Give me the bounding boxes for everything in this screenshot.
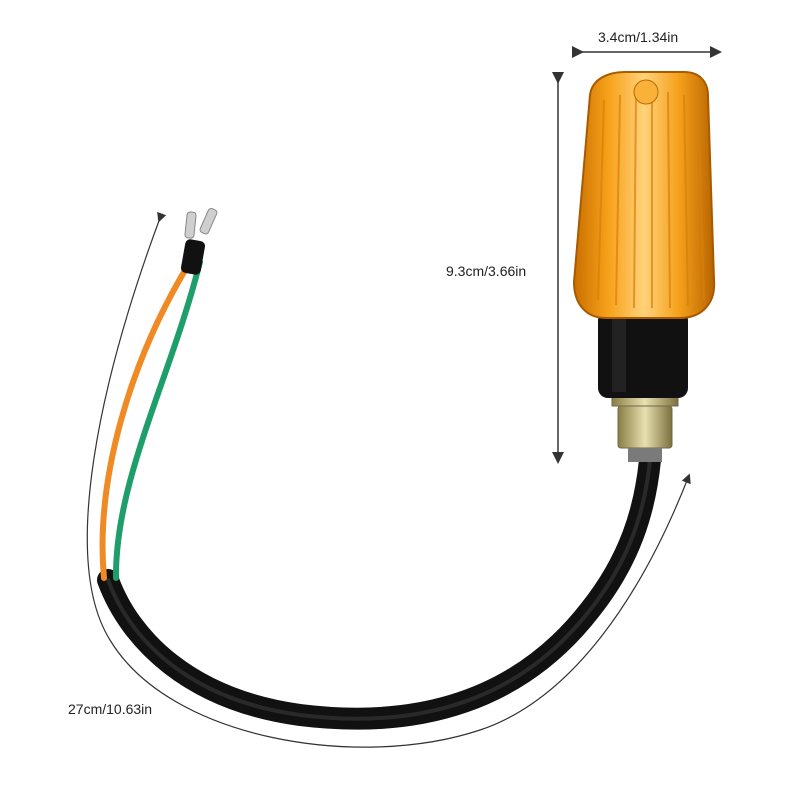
amber-lens <box>572 71 716 319</box>
green-wire <box>112 259 203 581</box>
wire-connectors <box>184 207 218 239</box>
width-dimension-label: 3.4cm/1.34in <box>598 29 679 45</box>
cable-length-arrow <box>86 211 691 748</box>
signal-wires <box>99 239 206 581</box>
orange-wire <box>99 259 193 581</box>
black-cable <box>97 449 661 730</box>
height-dimension-label: 9.3cm/3.66in <box>446 263 527 279</box>
cable-length-label: 27cm/10.63in <box>68 701 153 717</box>
mounting-bolt <box>611 391 679 462</box>
lamp-housing <box>598 310 688 398</box>
